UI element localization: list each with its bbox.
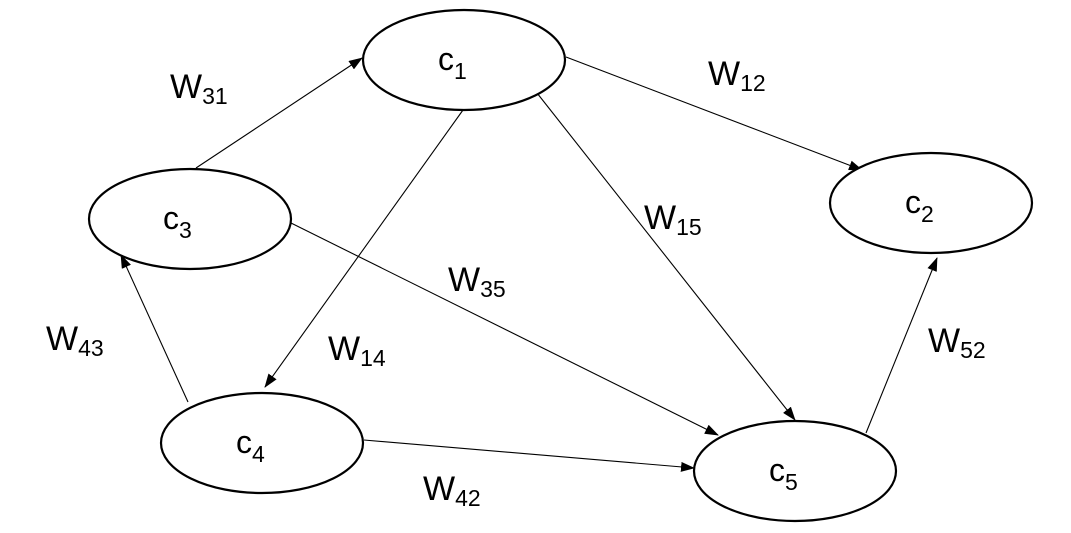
edge-c1-c4 <box>264 109 464 388</box>
node-c2-label: c2 <box>905 184 934 227</box>
edge-label-w15: W15 <box>644 199 702 240</box>
node-c2: c2 <box>828 151 1034 255</box>
edge-c1-c5 <box>536 92 796 421</box>
edge-label-w14: W14 <box>328 330 386 371</box>
edge-label-w52: W52 <box>928 322 986 363</box>
node-c3: c3 <box>87 167 293 271</box>
edge-label-w35: W35 <box>448 261 506 302</box>
node-c4-label: c4 <box>236 424 265 467</box>
edge-label-w43: W43 <box>46 320 104 361</box>
node-c5: c5 <box>692 419 898 523</box>
node-c3-label: c3 <box>163 200 192 243</box>
edge-label-w12: W12 <box>708 55 766 96</box>
edge-c1-c2 <box>565 56 863 171</box>
node-c5-label: c5 <box>769 452 798 495</box>
edge-c5-c2 <box>865 257 938 434</box>
edge-c3-c1 <box>195 57 363 169</box>
edge-c4-c3 <box>120 254 189 403</box>
edge-label-w42: W42 <box>423 470 481 511</box>
node-c1: c1 <box>361 8 567 112</box>
node-c4: c4 <box>159 391 365 495</box>
edge-c3-c5 <box>288 221 719 436</box>
node-c1-label: c1 <box>438 41 467 84</box>
edge-c4-c5 <box>363 439 695 472</box>
edge-label-w31: W31 <box>170 68 228 109</box>
